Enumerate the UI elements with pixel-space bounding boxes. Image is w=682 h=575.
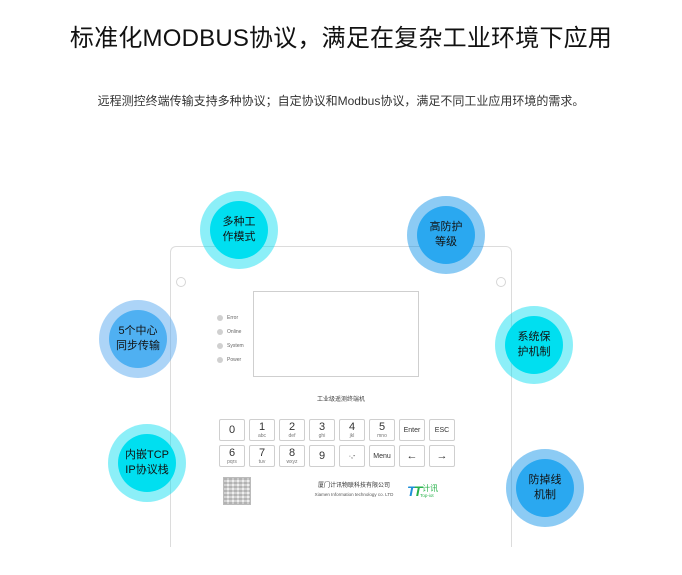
feature-badge-work-modes: 多种工作模式 [200, 191, 278, 269]
key-main-label: 8 [288, 446, 296, 459]
key-sub-label: abc [257, 432, 267, 439]
feature-line: 等级 [435, 236, 457, 248]
qr-code-icon [223, 477, 251, 505]
key-sub-label: ghi [318, 432, 326, 439]
feature-line: 5个中心 [118, 325, 158, 337]
led-power: Power [217, 353, 244, 367]
page-subtitle: 远程测控终端传输支持多种协议；自定协议和Modbus协议，满足不同工业应用环境的… [97, 94, 585, 108]
led-dot-icon [217, 315, 223, 321]
feature-line: 机制 [534, 489, 556, 501]
key-enter: Enter [399, 419, 425, 441]
page-title: 标准化MODBUS协议，满足在复杂工业环境下应用 [69, 25, 613, 52]
led-indicators: Error Online System Power [217, 311, 244, 367]
led-label: Error [227, 315, 239, 321]
led-label: Power [227, 357, 242, 363]
key-symbol: ·,- [339, 445, 365, 467]
key-main-label: 0 [228, 423, 236, 436]
feature-line: 内嵌TCP [125, 449, 169, 461]
led-system: System [217, 339, 244, 353]
key-9: 9 [309, 445, 335, 467]
feature-line: 高防护 [429, 221, 463, 233]
led-dot-icon [217, 357, 223, 363]
key-sub-label: jkl [349, 432, 355, 439]
led-label: System [227, 343, 244, 349]
key-menu: Menu [369, 445, 395, 467]
feature-line: 作模式 [222, 231, 256, 243]
key-right-arrow: → [429, 445, 455, 467]
key-main-label: 1 [258, 420, 266, 433]
key-main-label: 4 [348, 420, 356, 433]
key-sub-label: def [288, 432, 296, 439]
feature-line: 同步传输 [116, 340, 160, 352]
company-name-en: Xiamen Information technology co. LTD [314, 492, 394, 497]
brand-logo-icon: TT [407, 483, 422, 499]
led-online: Online [217, 325, 244, 339]
key-esc: ESC [429, 419, 455, 441]
key-main-label: 2 [288, 420, 296, 433]
key-text-label: Menu [373, 452, 391, 460]
key-main-label: 3 [318, 420, 326, 433]
feature-line: 护机制 [517, 346, 551, 358]
arrow-left-icon: ← [406, 449, 418, 462]
key-text-label: ESC [434, 426, 450, 434]
feature-badge-tcp-ip-stack: 内嵌TCP IP协议栈 [108, 424, 186, 502]
feature-line: 多种工 [222, 216, 256, 228]
brand-name-en: Top-iot [420, 493, 434, 498]
key-sub-label: wxyz [286, 458, 298, 465]
feature-badge-protection-level: 高防护等级 [407, 196, 485, 274]
key-0: 0 [219, 419, 245, 441]
company-name-cn: 厦门计讯物联科技有限公司 [317, 483, 390, 489]
feature-badge-system-protection: 系统保护机制 [495, 306, 573, 384]
key-main-label: 7 [258, 446, 266, 459]
device-screen [253, 291, 419, 377]
key-sub-label: tuv [258, 458, 266, 465]
feature-line: IP协议栈 [125, 464, 169, 476]
key-sub-label: pqrs [227, 458, 237, 465]
key-main-label: 5 [378, 420, 386, 433]
arrow-right-icon: → [436, 449, 448, 462]
brand-logo: TT 计讯 Top-iot [407, 483, 438, 499]
led-dot-icon [217, 343, 223, 349]
company-info: 厦门计讯物联科技有限公司 Xiamen Information technolo… [279, 480, 429, 497]
key-text-label: Enter [403, 426, 421, 434]
feature-line: 系统保 [517, 331, 551, 343]
brand-name-cn: 计讯 [422, 484, 439, 493]
led-error: Error [217, 311, 244, 325]
key-main-label: 6 [228, 446, 236, 459]
led-label: Online [227, 329, 242, 335]
key-main-label: 9 [318, 449, 326, 462]
key-text-label: ·,- [348, 452, 356, 460]
feature-badge-sync-transfer: 5个中心同步传输 [99, 300, 177, 378]
key-sub-label: mno [377, 432, 387, 439]
feature-line: 防掉线 [528, 474, 562, 486]
device-label: 工业级遥测终端机 [316, 397, 365, 403]
feature-badge-anti-disconnect: 防掉线机制 [506, 449, 584, 527]
key-left-arrow: ← [399, 445, 425, 467]
led-dot-icon [217, 329, 223, 335]
